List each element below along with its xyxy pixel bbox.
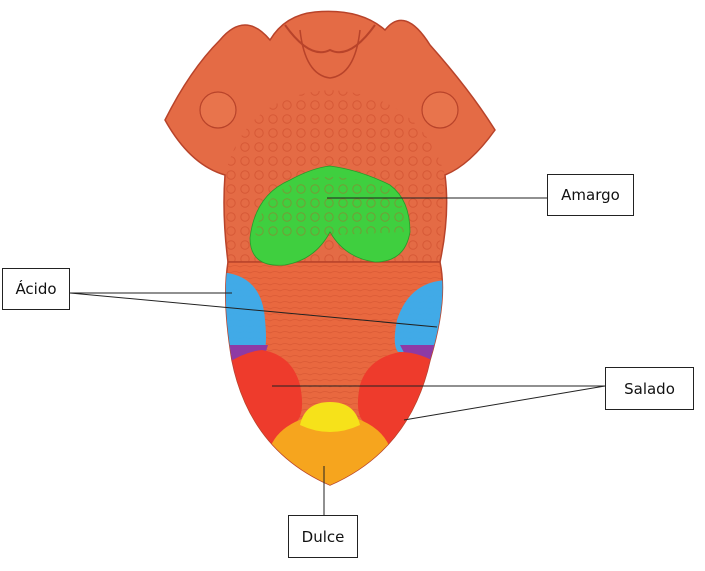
tongue-body bbox=[225, 261, 444, 486]
salado-leader-2 bbox=[403, 385, 606, 421]
label-acido: Ácido bbox=[2, 268, 70, 310]
sour-zone-right bbox=[394, 280, 443, 352]
leader-lines bbox=[69, 197, 606, 515]
acido-leader-2 bbox=[69, 292, 438, 328]
label-amargo: Amargo bbox=[547, 174, 634, 216]
label-dulce: Dulce bbox=[288, 515, 358, 558]
sweet-zone-inner bbox=[300, 402, 360, 432]
label-salado: Salado bbox=[605, 367, 694, 410]
